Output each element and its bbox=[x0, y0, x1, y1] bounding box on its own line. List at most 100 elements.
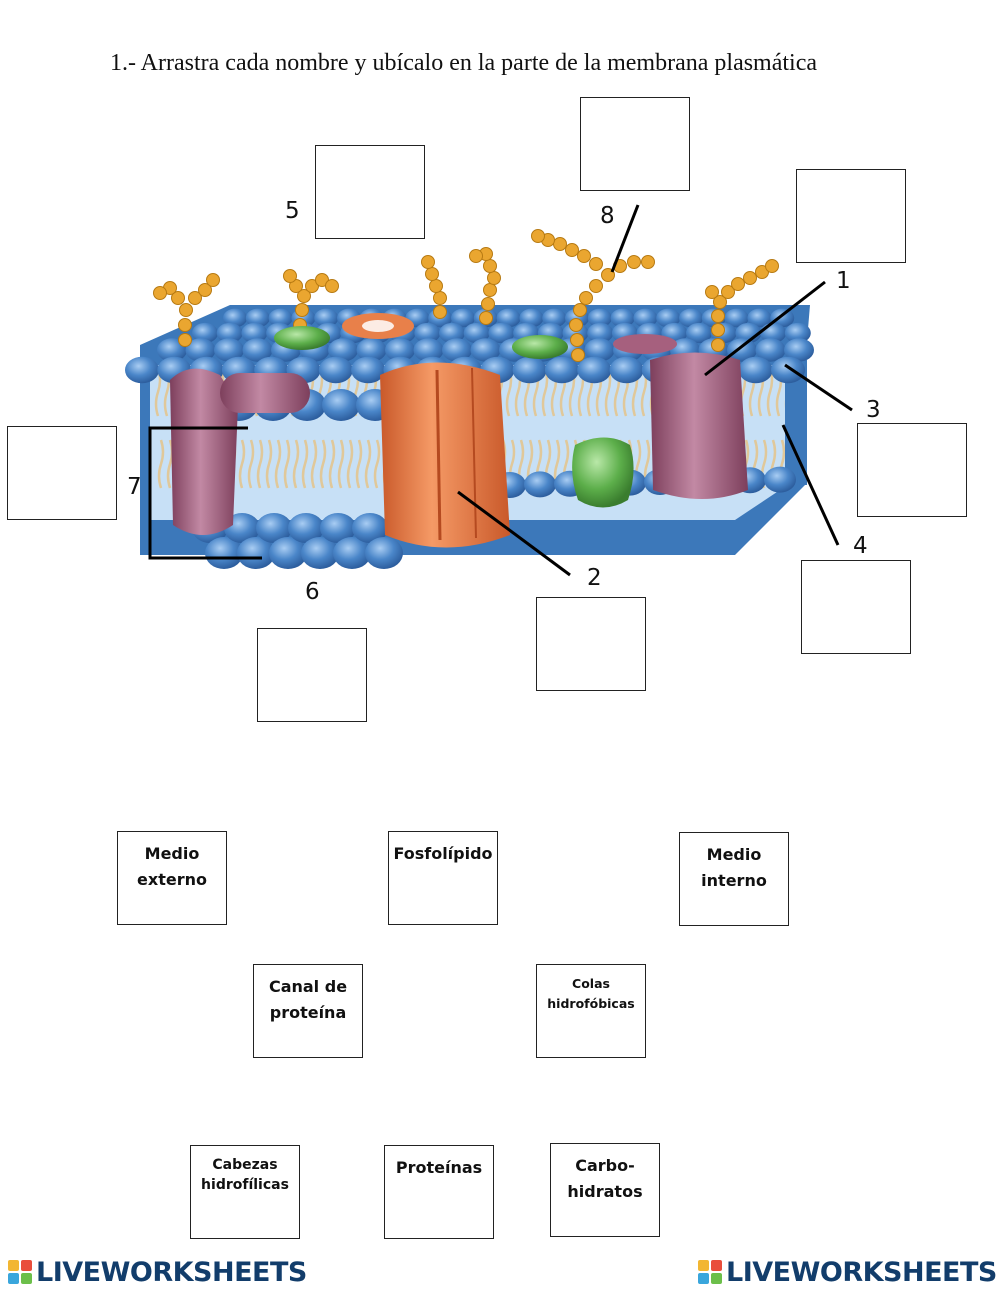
phospholipid-head bbox=[314, 308, 339, 328]
lipid-tail bbox=[247, 439, 255, 489]
card-fosfolipido[interactable]: Fosfolípido bbox=[388, 831, 498, 925]
carbohydrate-bead bbox=[325, 279, 339, 293]
lipid-tail bbox=[274, 439, 282, 489]
drop-box-4[interactable] bbox=[801, 560, 911, 654]
protein-channel bbox=[342, 313, 510, 548]
carbohydrate-bead bbox=[433, 305, 447, 319]
phospholipid-head bbox=[610, 308, 635, 328]
carbohydrate-bead bbox=[705, 285, 719, 299]
phospholipid-head bbox=[542, 308, 567, 328]
card-medio-interno[interactable]: Medio interno bbox=[679, 832, 789, 926]
drop-box-8[interactable] bbox=[580, 97, 690, 191]
card-cabezas-hidrofilicas[interactable]: Cabezas hidrofílicas bbox=[190, 1145, 300, 1239]
phospholipid-head bbox=[633, 308, 658, 328]
drop-box-5[interactable] bbox=[315, 145, 425, 239]
green-protein bbox=[274, 326, 330, 350]
lipid-tail bbox=[256, 439, 264, 489]
phospholipid-head bbox=[320, 513, 356, 543]
phospholipid-head bbox=[738, 356, 773, 384]
lipid-tail bbox=[766, 367, 774, 417]
carbohydrate-bead bbox=[483, 283, 497, 297]
lipid-tail bbox=[346, 439, 354, 489]
carbohydrate-bead bbox=[469, 249, 483, 263]
drop-box-3[interactable] bbox=[857, 423, 967, 517]
label-4: 4 bbox=[853, 533, 868, 559]
carbohydrate-bead bbox=[283, 269, 297, 283]
card-proteinas[interactable]: Proteínas bbox=[384, 1145, 494, 1239]
lipid-tail bbox=[310, 439, 318, 489]
label-5: 5 bbox=[285, 198, 300, 224]
pointer-line-2 bbox=[457, 490, 571, 577]
drop-box-6[interactable] bbox=[257, 628, 367, 722]
card-colas-hidrofobicas[interactable]: Colas hidrofóbicas bbox=[536, 964, 646, 1058]
phospholipid-head bbox=[192, 322, 218, 344]
carbohydrate-bead bbox=[297, 289, 311, 303]
liveworksheets-logo-icon bbox=[8, 1260, 32, 1284]
lipid-tail bbox=[238, 439, 246, 489]
annotation-lines bbox=[148, 204, 853, 577]
carbohydrate-bead bbox=[487, 271, 501, 285]
phospholipid-head bbox=[242, 338, 273, 362]
label-7: 7 bbox=[127, 474, 142, 500]
phospholipid-head bbox=[333, 537, 371, 569]
lipid-tail bbox=[373, 439, 381, 489]
card-canal-de-proteina[interactable]: Canal de proteína bbox=[253, 964, 363, 1058]
brand-text: LIVEWORKSHEETS bbox=[726, 1256, 997, 1288]
phospholipid-head bbox=[356, 338, 387, 362]
carbohydrate-bead bbox=[179, 303, 193, 317]
phospholipid-head bbox=[587, 308, 612, 328]
phospholipid-head bbox=[328, 338, 358, 362]
card-medio-externo[interactable]: Medio externo bbox=[117, 831, 227, 925]
phospholipid-head bbox=[577, 356, 612, 384]
drop-box-7[interactable] bbox=[7, 426, 117, 520]
carbohydrate-bead bbox=[188, 291, 202, 305]
carbohydrate-bead bbox=[481, 297, 495, 311]
pointer-line-4 bbox=[781, 424, 840, 546]
phospholipid-head bbox=[755, 338, 786, 362]
phospholipid-head bbox=[414, 322, 441, 344]
phospholipid-head bbox=[524, 471, 556, 498]
lipid-tail bbox=[157, 439, 165, 489]
pointer-line-1 bbox=[704, 280, 826, 377]
label-2: 2 bbox=[587, 565, 602, 591]
label-8: 8 bbox=[600, 203, 615, 229]
bracket-7 bbox=[148, 426, 262, 560]
lipid-tail bbox=[265, 439, 273, 489]
drop-box-1[interactable] bbox=[796, 169, 906, 263]
carbohydrate-bead bbox=[579, 291, 593, 305]
lipid-tail bbox=[355, 439, 363, 489]
integral-protein-right bbox=[613, 334, 748, 499]
integral-protein-left bbox=[170, 368, 310, 535]
phospholipid-head bbox=[245, 308, 270, 328]
phospholipid-head bbox=[185, 338, 216, 362]
green-protein bbox=[572, 437, 634, 508]
carbohydrate-bead bbox=[711, 309, 725, 323]
label-6: 6 bbox=[305, 579, 320, 605]
phospholipid-head bbox=[451, 308, 475, 328]
carbohydrate-bead bbox=[731, 277, 745, 291]
footer-logo-right: LIVEWORKSHEETS bbox=[698, 1255, 997, 1289]
phospholipid-head bbox=[770, 308, 795, 328]
lipid-tail bbox=[319, 439, 327, 489]
phospholipid-head bbox=[609, 356, 644, 384]
membrane-diagram bbox=[125, 204, 853, 577]
lipid-tail bbox=[364, 439, 372, 489]
phospholipid-head bbox=[413, 338, 444, 362]
phospholipid-head bbox=[439, 322, 465, 344]
card-carbohidratos[interactable]: Carbo- hidratos bbox=[550, 1143, 660, 1237]
carbohydrate-bead bbox=[171, 291, 185, 305]
drop-box-2[interactable] bbox=[536, 597, 646, 691]
carbohydrate-bead bbox=[765, 259, 779, 273]
pointer-line-8 bbox=[610, 204, 640, 273]
lipid-tail bbox=[328, 439, 336, 489]
phospholipid-head bbox=[512, 356, 547, 384]
phospholipid-head bbox=[656, 308, 681, 328]
phospholipid-head bbox=[125, 356, 159, 384]
carbohydrate-bead bbox=[553, 237, 567, 251]
carbohydrate-bead bbox=[601, 268, 615, 282]
footer-logo-left: LIVEWORKSHEETS bbox=[8, 1255, 307, 1289]
carbohydrate-bead bbox=[565, 243, 579, 257]
pointer-line-3 bbox=[784, 363, 853, 412]
carbohydrate-bead bbox=[569, 318, 583, 332]
phospholipid-head bbox=[352, 513, 388, 543]
